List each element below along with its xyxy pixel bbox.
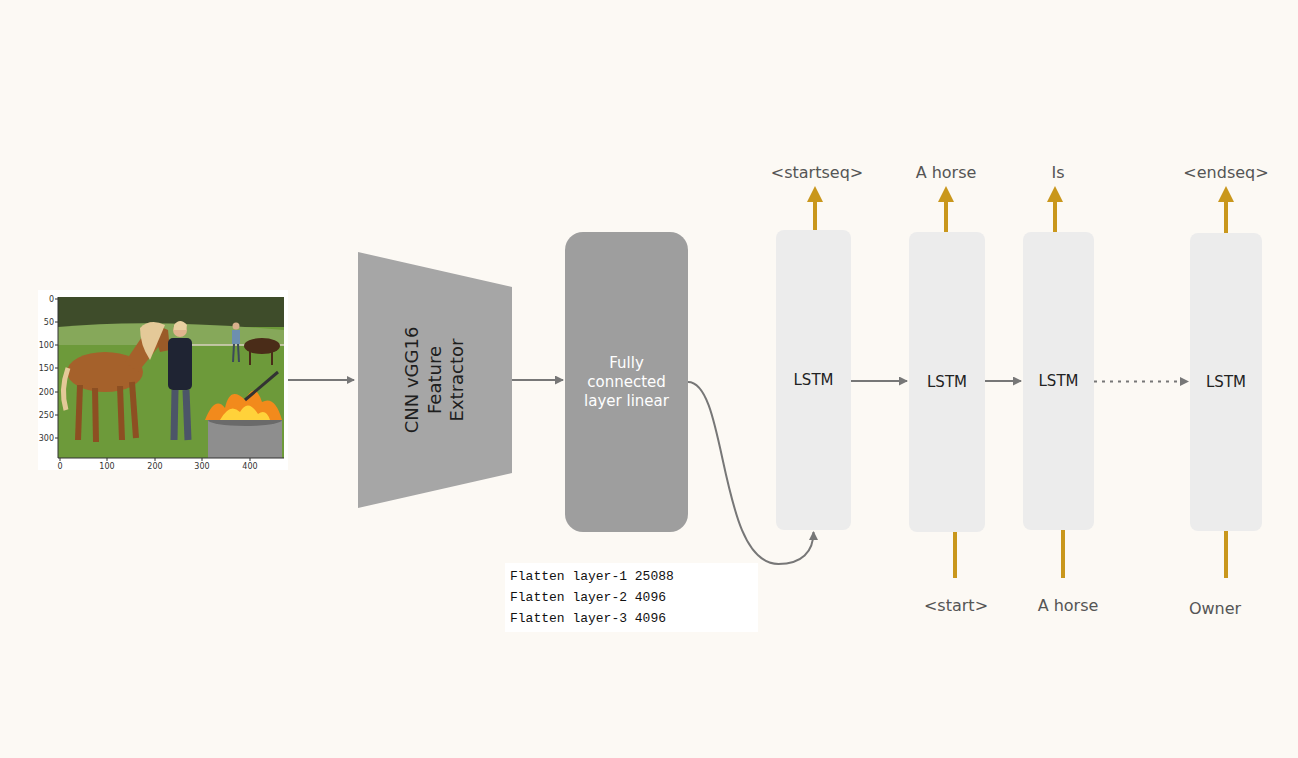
- flow-connector: [1094, 381, 1188, 383]
- output-arrows: [815, 194, 1226, 264]
- flow-connector: [985, 380, 1021, 382]
- layer-size-note: Flatten layer-3 4096: [510, 611, 666, 626]
- axis-tick: 100: [99, 462, 114, 471]
- feature-extractor: CNN vGG16 Feature Extractor: [358, 252, 512, 508]
- axis-tick: 0: [57, 462, 62, 471]
- token-label: Owner: [1189, 599, 1241, 618]
- token-label: Is: [1051, 163, 1064, 182]
- token-label: <endseq>: [1183, 163, 1268, 182]
- axis-tick: 300: [39, 434, 54, 443]
- layer-size-note: Flatten layer-2 4096: [510, 590, 666, 605]
- flatten-panel: [505, 563, 758, 632]
- lstm-cell: LSTM: [776, 230, 851, 530]
- axis-tick: 200: [147, 462, 162, 471]
- token-label: <startseq>: [771, 163, 863, 182]
- axis-tick: 300: [194, 462, 209, 471]
- node-label: CNN vGG16 Feature Extractor: [401, 320, 469, 440]
- token-label: <start>: [924, 596, 988, 615]
- flow-connector: [851, 380, 907, 382]
- axis-tick: 50: [44, 318, 54, 327]
- token-label: A horse: [1038, 596, 1099, 615]
- layer-size-note: Flatten layer-1 25088: [510, 569, 674, 584]
- axis-tick: 250: [39, 411, 54, 420]
- lstm-cell: LSTM: [909, 232, 985, 532]
- photo-illustration: [38, 290, 288, 470]
- lstm-cell: LSTM: [1190, 233, 1262, 531]
- node-label: LSTM: [927, 373, 967, 392]
- image-arrow: [288, 379, 354, 381]
- node-label: LSTM: [1039, 372, 1079, 391]
- lstm-cell: LSTM: [1023, 232, 1094, 530]
- axis-tick: 400: [242, 462, 257, 471]
- axis-tick: 150: [39, 364, 54, 373]
- dense-layer-box: Fully connected layer linear: [565, 232, 688, 532]
- node-label: LSTM: [794, 371, 834, 390]
- axis-tick: 100: [39, 341, 54, 350]
- axis-tick: 200: [39, 388, 54, 397]
- node-label: LSTM: [1206, 373, 1246, 392]
- node-label: Fully connected layer linear: [584, 354, 669, 410]
- flow-connector: [512, 379, 563, 381]
- token-label: A horse: [916, 163, 977, 182]
- axis-tick: 0: [49, 295, 54, 304]
